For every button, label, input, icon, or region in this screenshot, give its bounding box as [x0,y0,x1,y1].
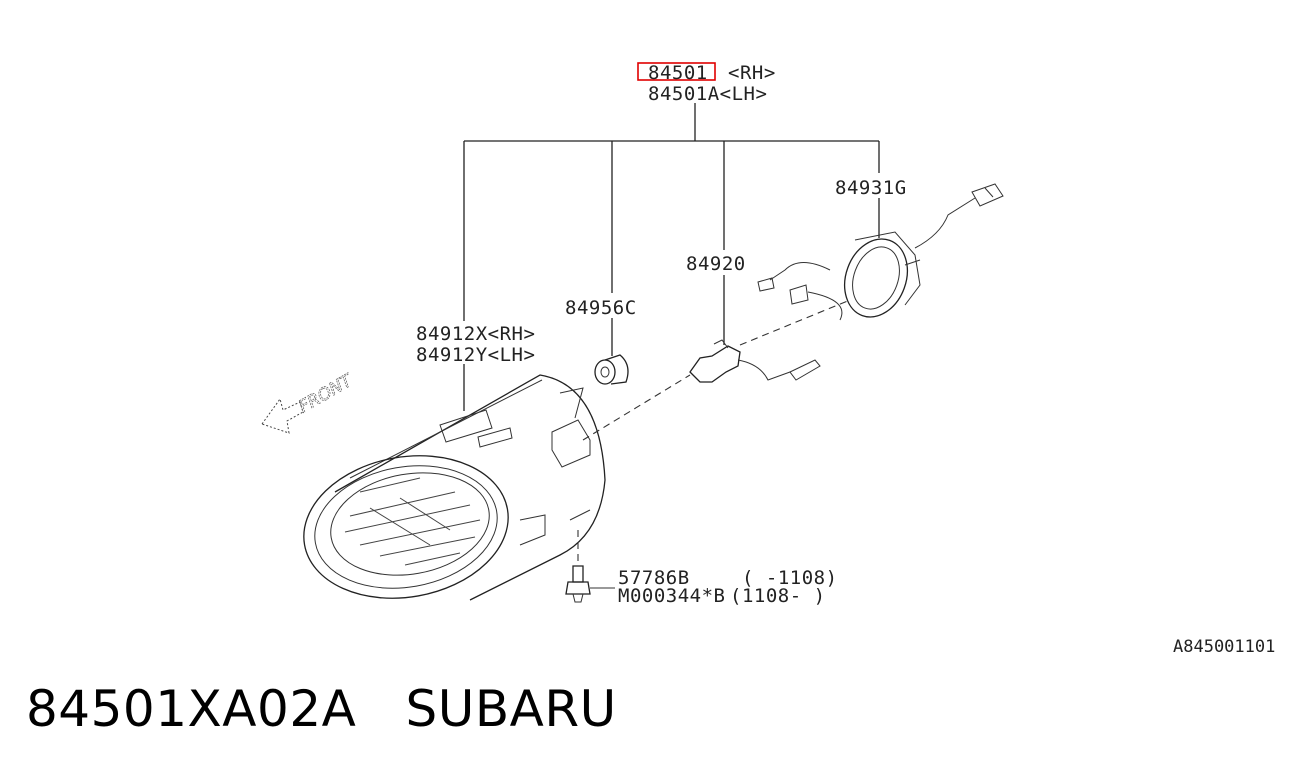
part-label-84501-rh[interactable]: 84501 [648,62,708,84]
caption-part-number: 84501XA02A [26,680,357,738]
front-direction-arrow: FRONT [261,370,358,434]
part-label-m000344b[interactable]: M000344*B [618,585,725,607]
grommet-part [594,354,629,385]
bulb-socket-part [689,339,821,383]
part-label-84912x-rh[interactable]: 84912X<RH> [416,323,535,345]
part-label-84501a-lh[interactable]: 84501A<LH> [648,83,767,105]
part-label-57786b[interactable]: 57786B [618,567,690,589]
part-label-m000344b-range: (1108- ) [730,585,826,607]
highlighted-part-box[interactable] [637,62,716,81]
diagram-reference-code: A845001101 [1173,637,1275,657]
part-label-rh-suffix: <RH> [728,62,776,84]
assembly-dash-line [582,374,691,441]
assembly-dash-line-2 [739,299,851,346]
part-caption: 84501XA02A SUBARU [26,680,617,738]
part-label-84931g[interactable]: 84931G [835,177,907,199]
front-label: FRONT [296,370,358,417]
fog-lamp-housing [303,374,606,601]
part-label-84912y-lh[interactable]: 84912Y<LH> [416,344,535,366]
caption-brand: SUBARU [405,680,617,738]
part-label-57786b-range: ( -1108) [742,567,838,589]
leader-lines [463,103,880,411]
bracket-part [757,183,1004,321]
part-label-84956c[interactable]: 84956C [565,297,637,319]
part-label-84920[interactable]: 84920 [686,253,746,275]
bolt-part [565,565,615,603]
